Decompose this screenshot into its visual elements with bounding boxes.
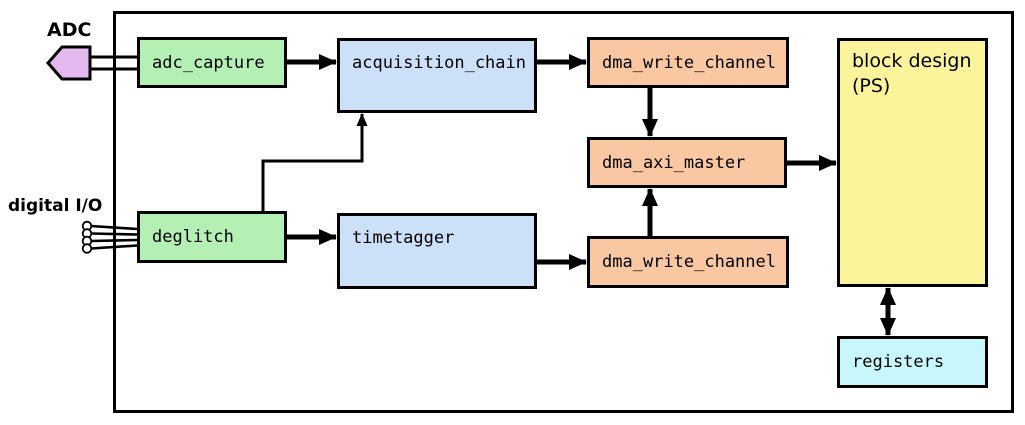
node-registers: registers: [837, 336, 988, 388]
node-dma-axi-master-label: dma_axi_master: [602, 152, 746, 173]
digital-io-label: digital I/O: [8, 196, 103, 216]
node-dma-axi-master: dma_axi_master: [587, 137, 787, 188]
node-block-design-ps: block design (PS): [837, 38, 988, 287]
node-acquisition-chain-label: acquisition_chain: [352, 53, 526, 73]
adc-connector-icon: [46, 45, 92, 81]
node-block-design-label: block design: [852, 50, 972, 72]
node-dma-write-channel-top: dma_write_channel: [587, 37, 789, 88]
node-block-design-sublabel: (PS): [852, 75, 891, 97]
node-acquisition-chain: acquisition_chain: [337, 38, 537, 113]
node-adc-capture: adc_capture: [137, 37, 287, 88]
digital-io-pins-icon: [81, 220, 93, 254]
node-deglitch: deglitch: [137, 211, 287, 263]
node-dma-write-channel-top-label: dma_write_channel: [602, 52, 776, 73]
node-dma-write-channel-bottom-label: dma_write_channel: [602, 252, 776, 272]
node-deglitch-label: deglitch: [152, 227, 234, 247]
node-registers-label: registers: [852, 352, 945, 372]
adc-label: ADC: [47, 19, 92, 41]
node-timetagger-label: timetagger: [352, 228, 455, 248]
node-timetagger: timetagger: [337, 213, 537, 289]
node-adc-capture-label: adc_capture: [152, 52, 265, 73]
node-dma-write-channel-bottom: dma_write_channel: [587, 236, 789, 288]
